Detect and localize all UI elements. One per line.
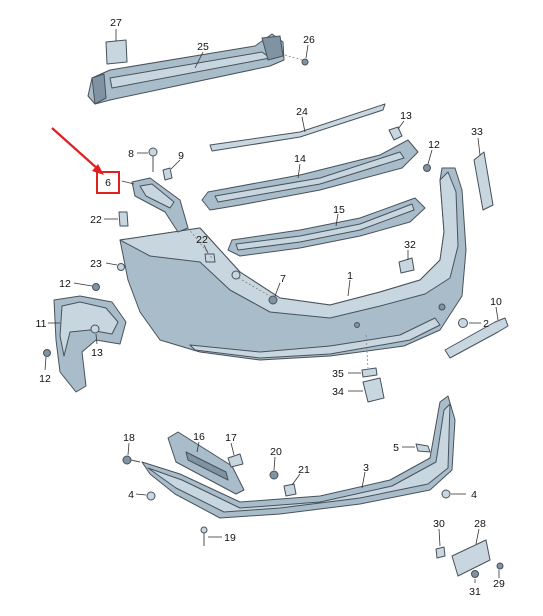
part-17-clip <box>227 442 244 468</box>
label-17: 17 <box>225 432 237 444</box>
label-29: 29 <box>493 578 505 590</box>
part-4-bolt-right <box>441 489 466 499</box>
part-14-upper-guide <box>201 139 419 211</box>
part-23-clip <box>105 262 125 271</box>
part-4-bolt-left <box>135 491 156 501</box>
part-32-clip <box>398 250 415 274</box>
part-8-screw <box>137 147 158 172</box>
part-13-clip-top <box>388 120 405 141</box>
part-22-clips <box>104 211 216 263</box>
label-32: 32 <box>404 239 416 251</box>
part-35-grommet <box>348 334 378 378</box>
label-35: 35 <box>332 368 344 380</box>
part-26-bolt <box>284 44 309 66</box>
part-13-clip-left <box>90 324 100 345</box>
label-19: 19 <box>224 532 236 544</box>
label-27: 27 <box>110 17 122 29</box>
part-19-pin <box>200 526 222 546</box>
label-4-left: 4 <box>128 489 134 501</box>
label-4-right: 4 <box>471 489 477 501</box>
label-30: 30 <box>433 518 445 530</box>
part-12-bolt-left-lower <box>43 349 51 371</box>
part-33-bracket <box>473 137 494 211</box>
part-2-sensor <box>458 318 481 328</box>
label-22-center: 22 <box>196 234 208 246</box>
part-7-bolt <box>231 270 281 305</box>
part-34-sensor-holder <box>348 377 385 403</box>
part-28-plate <box>451 528 491 577</box>
part-25-impact-bar <box>87 33 285 105</box>
part-29-screw <box>496 562 504 578</box>
part-11-side-bracket <box>48 295 127 393</box>
label-24: 24 <box>296 106 308 118</box>
label-3: 3 <box>363 462 369 474</box>
label-25: 25 <box>197 41 209 53</box>
label-21: 21 <box>298 464 310 476</box>
label-23: 23 <box>90 258 102 270</box>
part-9-clip <box>162 159 181 181</box>
label-11: 11 <box>36 318 47 330</box>
label-14: 14 <box>294 153 306 165</box>
part-12-bolt-right <box>423 149 433 172</box>
label-33: 33 <box>471 126 483 138</box>
part-16-bracket <box>167 431 245 495</box>
part-15-lower-guide <box>227 197 426 257</box>
part-12-bolt-left <box>73 282 100 291</box>
part-18-bolt <box>122 442 141 465</box>
highlight-arrow <box>51 127 104 175</box>
highlight-box <box>96 171 120 194</box>
part-1-bumper-cover <box>119 167 467 361</box>
label-2: 2 <box>483 318 489 330</box>
part-21-clip <box>283 473 301 497</box>
label-34: 34 <box>332 386 344 398</box>
label-20: 20 <box>270 446 282 458</box>
part-3-lower-spoiler <box>141 395 456 519</box>
label-8: 8 <box>128 148 134 160</box>
label-22-left: 22 <box>90 214 102 226</box>
label-31: 31 <box>469 586 481 598</box>
label-18: 18 <box>123 432 135 444</box>
part-10-reflector <box>444 306 509 359</box>
label-12-lower: 12 <box>39 373 51 385</box>
label-5: 5 <box>393 442 399 454</box>
label-15: 15 <box>333 204 345 216</box>
label-16: 16 <box>193 431 205 443</box>
part-27-pad <box>105 29 128 65</box>
part-5-clip <box>402 443 431 453</box>
part-30-clip <box>435 528 446 559</box>
label-7: 7 <box>280 273 286 285</box>
part-6-bracket <box>121 177 213 259</box>
part-24-trim-strip <box>209 103 386 152</box>
part-20-nut <box>269 456 279 480</box>
label-13-top: 13 <box>400 110 412 122</box>
label-9: 9 <box>178 150 184 162</box>
part-31-screw <box>471 570 479 583</box>
label-1: 1 <box>347 270 353 282</box>
label-26: 26 <box>303 34 315 46</box>
label-6: 6 <box>105 177 111 189</box>
label-12-left: 12 <box>59 278 71 290</box>
label-28: 28 <box>474 518 486 530</box>
label-12-right: 12 <box>428 139 440 151</box>
label-13-left: 13 <box>91 347 103 359</box>
label-10: 10 <box>490 296 502 308</box>
